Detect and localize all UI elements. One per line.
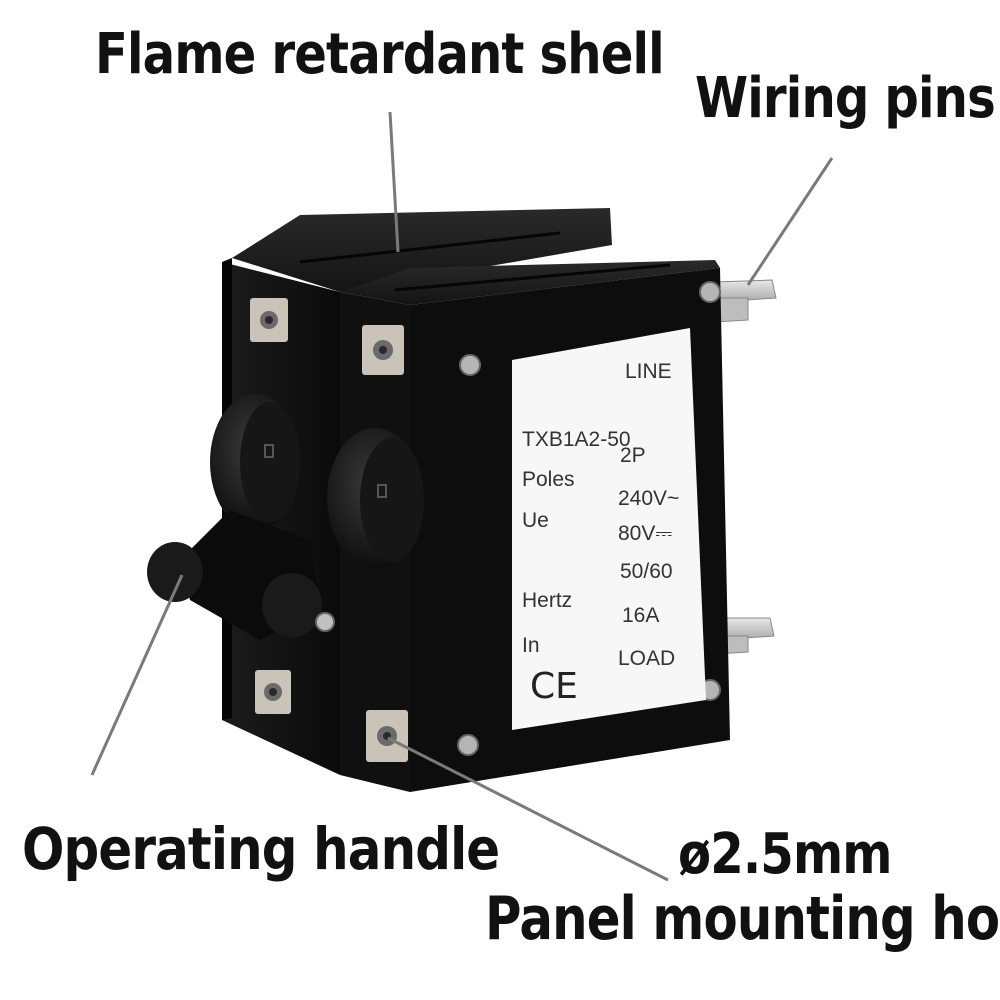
- rating-label: LINE TXB1A2-50 Poles 2P Ue 240V~ 80V⎓ He…: [512, 328, 706, 730]
- leader-pins: [746, 157, 834, 286]
- callout-hole-size: ø2.5mm: [678, 822, 892, 887]
- label-in-value: 16A: [622, 604, 659, 627]
- callout-flame-retardant-shell: Flame retardant shell: [95, 22, 665, 87]
- callout-operating-handle: Operating handle: [22, 815, 500, 883]
- label-poles-value: 2P: [620, 444, 646, 467]
- label-in-key: In: [522, 634, 540, 657]
- label-line: LINE: [625, 360, 672, 383]
- label-ue-key: Ue: [522, 509, 549, 532]
- label-ue-dc: 80V⎓: [618, 522, 672, 545]
- label-ue-ac: 240V~: [618, 487, 679, 510]
- ce-mark: CE: [530, 666, 578, 707]
- leader-shell: [388, 111, 400, 253]
- leader-hole: [387, 736, 669, 882]
- leader-handle: [90, 574, 184, 776]
- callout-panel-mounting-hole: Panel mounting hole: [485, 884, 1000, 954]
- leader-lines: [90, 111, 834, 882]
- operating-handle: [147, 394, 424, 640]
- label-model: TXB1A2-50: [522, 428, 631, 451]
- callout-wiring-pins: Wiring pins: [695, 66, 996, 131]
- label-poles-key: Poles: [522, 468, 575, 491]
- label-load: LOAD: [618, 647, 675, 670]
- label-hertz-key: Hertz: [522, 589, 572, 612]
- label-hertz-value: 50/60: [620, 560, 673, 583]
